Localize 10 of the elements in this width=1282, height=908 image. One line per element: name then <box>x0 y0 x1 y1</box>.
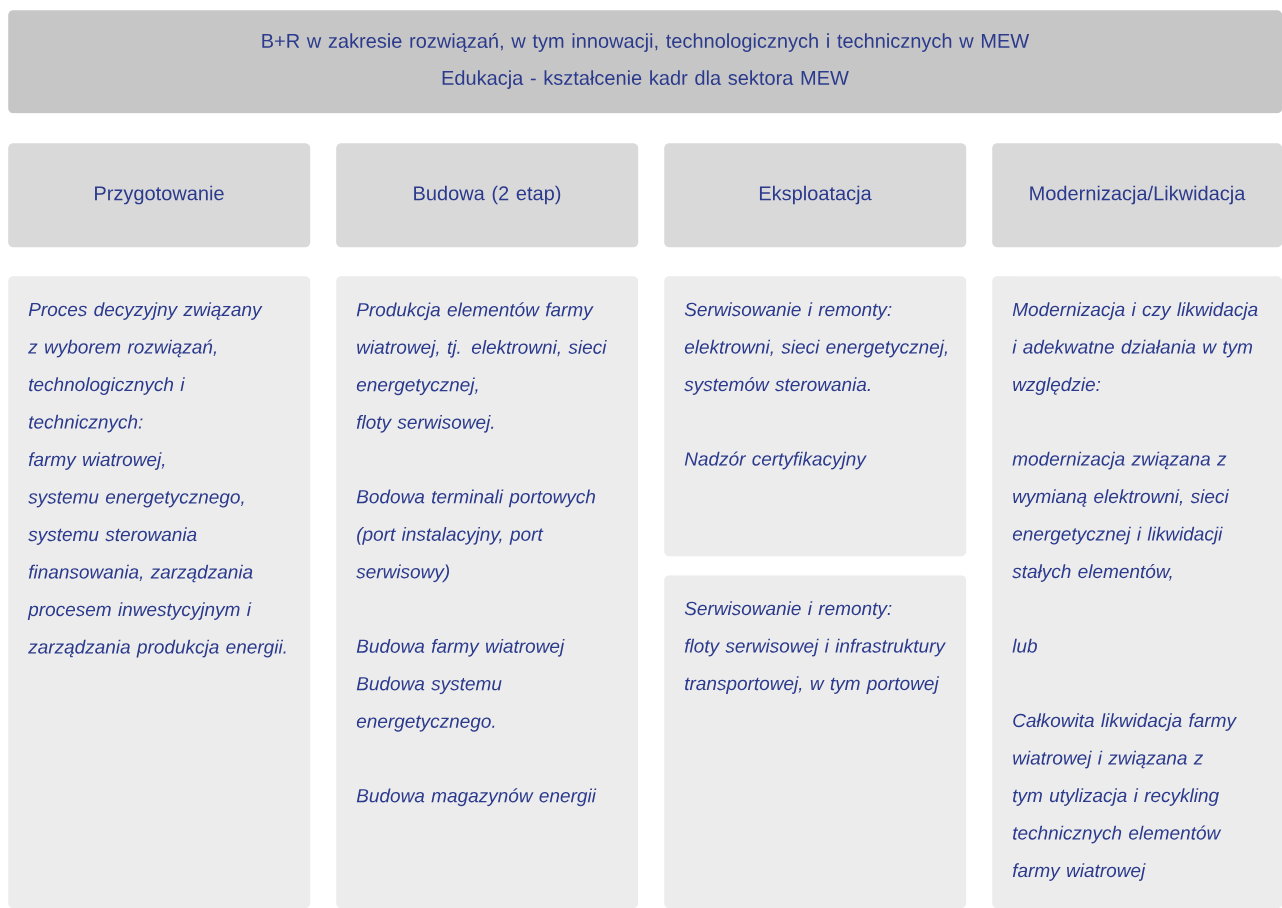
title-banner: B+R w zakresie rozwiązań, w tym innowacji, technologicznych i technicznych w MEW Edukacja - kształcenie kadr dla sektora MEW <box>8 10 1282 114</box>
text-card: Produkcja elementów farmy wiatrowej, tj. elektrowni, sieci energetycznej, floty serwisowej. Bodowa terminali portowych (port instalacyjny, port serwisowy) Budowa farmy wiatrowej Budowa systemu energetycznego. Budowa magazynów energii <box>336 276 639 908</box>
text-card: Serwisowanie i remonty: elektrowni, sieci energetycznej, systemów sterowania. Nadzór certyfikacyjny <box>664 276 967 557</box>
phase-header: Przygotowanie <box>8 143 311 248</box>
phase-header: Eksploatacja <box>664 143 967 248</box>
text-card: Serwisowanie i remonty: floty serwisowej i infrastruktury transportowej, w tym portowej <box>664 575 967 908</box>
text-card: Proces decyzyjny związany z wyborem rozwiązań, technologicznych i technicznych: farmy wiatrowej, systemu energetycznego, systemu sterowania finansowania, zarządzania procesem inwestycyjnym i zarządzania produkcja energii. <box>8 276 311 908</box>
phase-header: Modernizacja/Likwidacja <box>992 143 1282 248</box>
phase-header: Budowa (2 etap) <box>336 143 639 248</box>
text-card: Modernizacja i czy likwidacja i adekwatne działania w tym względzie: modernizacja związana z wymianą elektrowni, sieci energetycznej i likwidacji stałych elementów, lub Całkowita likwidacja farmy wiatrowej i związana z tym utylizacja i recykling technicznych elementów farmy wiatrowej <box>992 276 1282 908</box>
